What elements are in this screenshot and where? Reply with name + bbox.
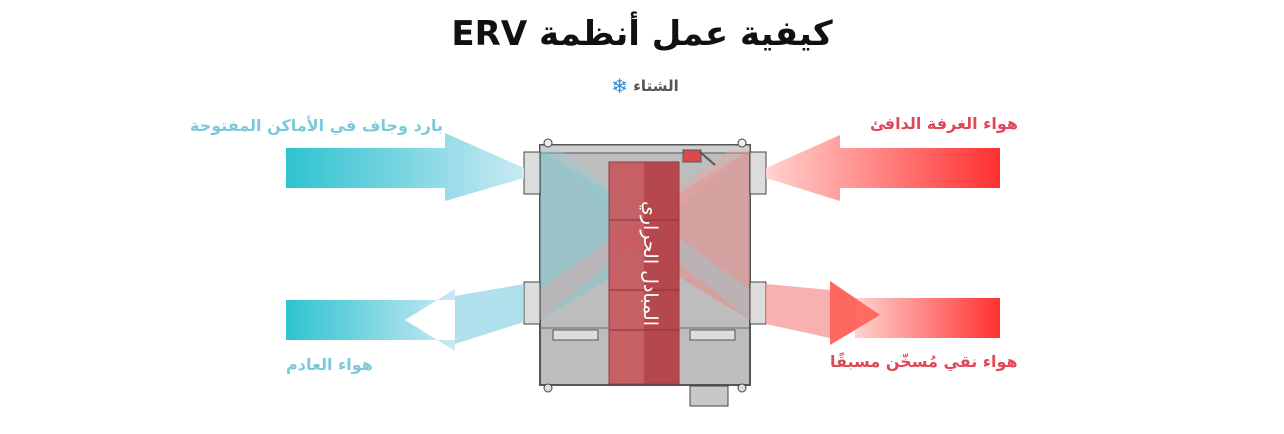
outdoor-air-label: بارد وجاف في الأماكن المفتوحة (190, 116, 443, 135)
page-title: كيفية عمل أنظمة ERV (451, 14, 833, 54)
duct-collars (523, 151, 767, 325)
supply-air-arrow (766, 281, 1000, 345)
heat-exchanger-label: المبادل الحراري (639, 200, 661, 326)
supply-air-label: هواء نقي مُسخّن مسبقًا (830, 352, 1018, 371)
exhaust-air-label: هواء العادم (286, 355, 373, 374)
season-label: الشتاء ❄ (0, 74, 1284, 98)
room-air-arrow (766, 135, 1000, 201)
outdoor-air-arrow (286, 133, 524, 201)
exhaust-air-arrow (286, 284, 524, 351)
erv-unit (539, 138, 751, 407)
season-text: الشتاء (633, 77, 679, 95)
snowflake-icon: ❄ (611, 74, 629, 98)
room-air-label: هواء الغرفة الدافئ (870, 114, 1018, 133)
